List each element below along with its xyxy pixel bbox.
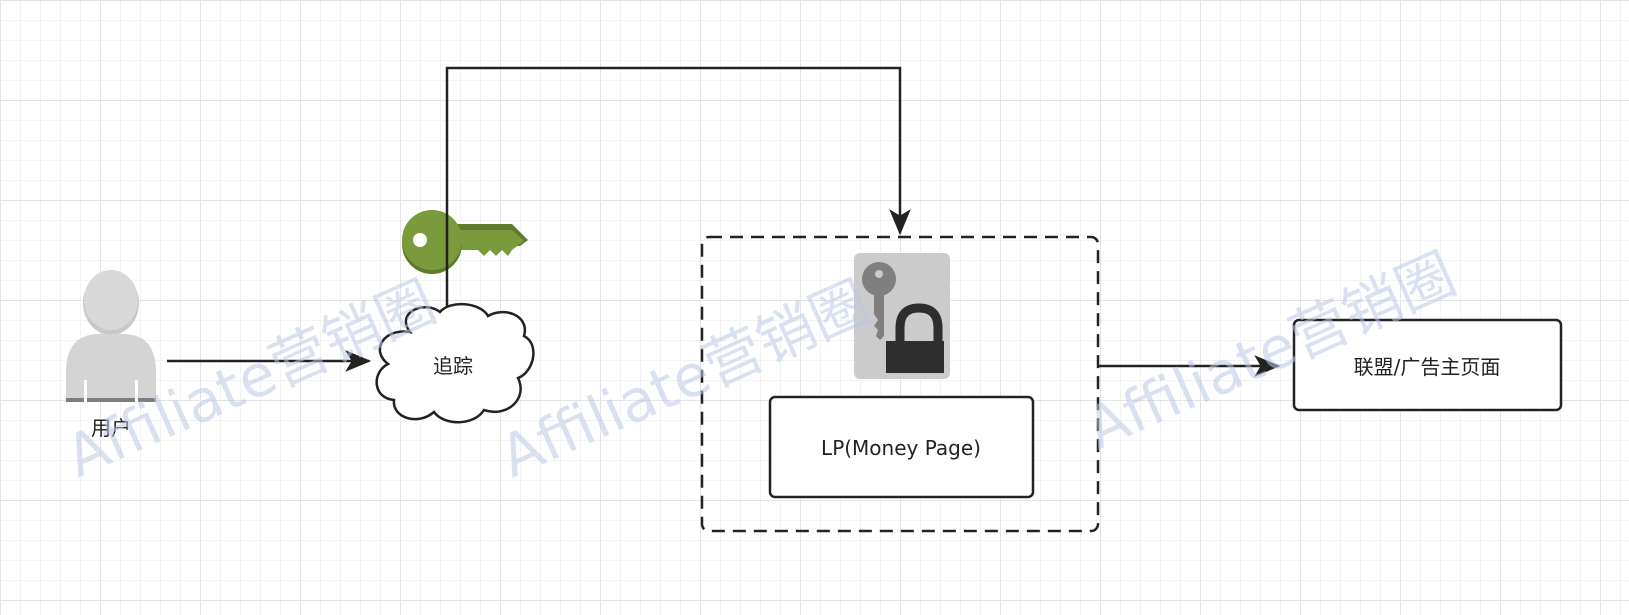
tracker-label: 追踪 bbox=[433, 354, 473, 378]
affiliate-label: 联盟/广告主页面 bbox=[1354, 355, 1501, 379]
lp-group-container bbox=[700, 235, 1100, 533]
user-label: 用户 bbox=[91, 416, 131, 440]
lp-box[interactable] bbox=[768, 395, 1035, 499]
key-lock-icon[interactable] bbox=[854, 253, 950, 379]
green-key-icon[interactable] bbox=[402, 210, 528, 274]
affiliate-box[interactable] bbox=[1292, 318, 1563, 412]
edge-tracker-to-lp bbox=[445, 66, 911, 310]
person-icon[interactable] bbox=[66, 270, 156, 402]
tracker-cloud[interactable] bbox=[375, 303, 535, 424]
lp-label: LP(Money Page) bbox=[821, 436, 981, 460]
